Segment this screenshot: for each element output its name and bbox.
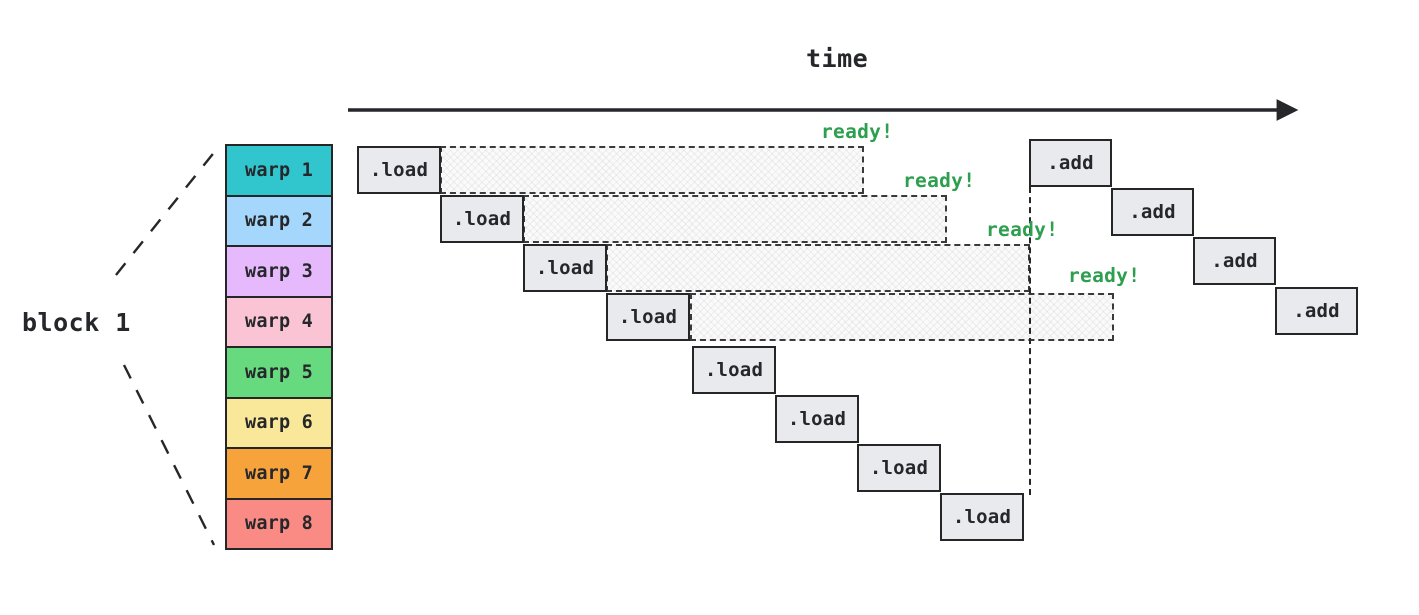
page-title: time xyxy=(806,44,869,73)
stall-region-warp-1 xyxy=(440,146,864,194)
warp-cell-4[interactable]: warp 4 xyxy=(227,297,331,348)
add-box-warp-3[interactable]: .add xyxy=(1193,237,1276,285)
instruction-label: .load xyxy=(952,506,1012,528)
block-connector-lines xyxy=(115,149,217,546)
warp-cell-8[interactable]: warp 8 xyxy=(227,499,331,548)
warp-cell-1[interactable]: warp 1 xyxy=(227,146,331,197)
instruction-label: .add xyxy=(1211,250,1258,272)
load-box-warp-2[interactable]: .load xyxy=(440,195,524,243)
warp-cell-label: warp 1 xyxy=(244,159,314,181)
instruction-label: .load xyxy=(704,359,764,381)
stall-region-warp-4 xyxy=(690,293,1114,341)
ready-label-warp-2: ready! xyxy=(903,169,976,192)
warp-cell-5[interactable]: warp 5 xyxy=(227,348,331,399)
ready-label-warp-1: ready! xyxy=(821,120,894,143)
warp-cell-2[interactable]: warp 2 xyxy=(227,196,331,247)
load-box-warp-1[interactable]: .load xyxy=(357,146,441,194)
warp-cell-label: warp 3 xyxy=(244,260,314,282)
instruction-label: .load xyxy=(869,457,929,479)
load-box-warp-5[interactable]: .load xyxy=(692,346,776,394)
instruction-label: .load xyxy=(452,208,512,230)
ready-label-warp-3: ready! xyxy=(986,218,1059,241)
warp-cell-label: warp 4 xyxy=(244,311,314,333)
load-box-warp-6[interactable]: .load xyxy=(775,395,859,443)
instruction-label: .load xyxy=(535,257,595,279)
add-box-warp-4[interactable]: .add xyxy=(1275,287,1358,335)
load-box-warp-4[interactable]: .load xyxy=(606,293,690,341)
warp-cell-3[interactable]: warp 3 xyxy=(227,247,331,298)
block-label: block 1 xyxy=(22,308,131,337)
warp-cell-label: warp 2 xyxy=(244,210,314,232)
load-box-warp-3[interactable]: .load xyxy=(523,244,607,292)
instruction-label: .load xyxy=(618,306,678,328)
ready-label-warp-4: ready! xyxy=(1068,264,1141,287)
warp-cell-7[interactable]: warp 7 xyxy=(227,449,331,500)
add-box-warp-1[interactable]: .add xyxy=(1029,139,1112,187)
warp-cell-label: warp 6 xyxy=(244,412,314,434)
stall-region-warp-2 xyxy=(523,195,947,243)
instruction-label: .add xyxy=(1293,300,1340,322)
barrier-sync-line xyxy=(1029,187,1031,495)
add-box-warp-2[interactable]: .add xyxy=(1111,188,1194,236)
warp-cell-label: warp 7 xyxy=(244,462,314,484)
load-box-warp-7[interactable]: .load xyxy=(857,444,941,492)
instruction-label: .load xyxy=(369,159,429,181)
warp-column: warp 1 warp 2 warp 3 warp 4 warp 5 warp 6 warp… xyxy=(225,144,333,550)
instruction-label: .load xyxy=(787,408,847,430)
warp-cell-label: warp 8 xyxy=(244,513,314,535)
load-box-warp-8[interactable]: .load xyxy=(940,493,1024,541)
stall-region-warp-3 xyxy=(606,244,1030,292)
instruction-label: .add xyxy=(1047,152,1094,174)
warp-cell-label: warp 5 xyxy=(244,361,314,383)
warp-cell-6[interactable]: warp 6 xyxy=(227,398,331,449)
instruction-label: .add xyxy=(1129,201,1176,223)
